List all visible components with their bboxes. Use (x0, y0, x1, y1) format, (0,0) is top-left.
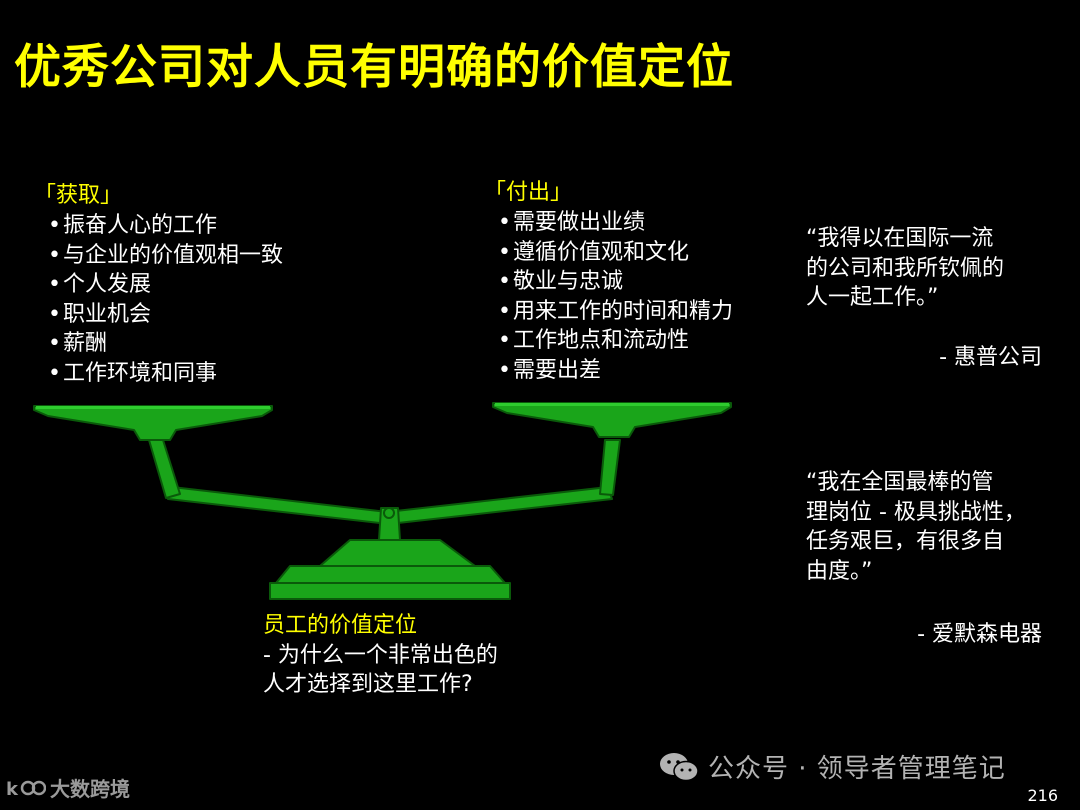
quote-line: 理岗位 - 极具挑战性， (806, 499, 1026, 525)
scale-left-pan (33, 405, 273, 441)
page-number: 216 (1027, 786, 1058, 805)
caption-title: 员工的价值定位 (263, 613, 418, 638)
gain-list: 振奋人心的工作 与企业的价值观相一致 个人发展 职业机会 薪酬 工作环境和同事 (34, 211, 283, 389)
gain-item: 振奋人心的工作 (48, 211, 283, 241)
scale-base-plate (269, 582, 511, 600)
caption-line: - 为什么一个非常出色的 (263, 642, 498, 668)
value-proposition-caption: 员工的价值定位 - 为什么一个非常出色的 人才选择到这里工作? (263, 611, 498, 700)
gain-item: 工作环境和同事 (48, 359, 283, 389)
quote-line: “我在全国最棒的管 (806, 470, 994, 495)
caption-line: 人才选择到这里工作? (263, 672, 473, 697)
wechat-icon (660, 752, 699, 781)
give-block: 「付出」 需要做出业绩 遵循价值观和文化 敬业与忠诚 用来工作的时间和精力 工作… (484, 178, 733, 386)
give-item: 用来工作的时间和精力 (498, 297, 733, 327)
quote-hp-source: - 惠普公司 (939, 345, 1042, 370)
quote-line: 任务艰巨，有很多自 (806, 529, 1005, 554)
give-item: 遵循价值观和文化 (498, 238, 733, 268)
wechat-watermark: 公众号 · 领导者管理笔记 (658, 748, 1006, 785)
quote-emerson: “我在全国最棒的管 理岗位 - 极具挑战性， 任务艰巨，有很多自 由度。” (806, 468, 1026, 586)
scale-left-arm (148, 439, 181, 499)
quote-line: 人一起工作。” (806, 285, 939, 310)
gain-item: 个人发展 (48, 270, 283, 300)
slide-title: 优秀公司对人员有明确的价值定位 (14, 40, 734, 95)
give-item: 工作地点和流动性 (498, 326, 733, 356)
gain-heading: 「获取」 (34, 183, 123, 208)
gain-item: 与企业的价值观相一致 (48, 241, 283, 271)
give-heading: 「付出」 (484, 180, 573, 205)
quote-hp: “我得以在国际一流 的公司和我所钦佩的 人一起工作。” (806, 224, 1004, 313)
scale-right-arm (599, 439, 621, 496)
brand-text: 大数跨境 (50, 777, 130, 801)
gain-item: 职业机会 (48, 300, 283, 330)
brand-icon: k (6, 779, 46, 800)
give-item: 敬业与忠诚 (498, 267, 733, 297)
gain-item: 薪酬 (48, 329, 283, 359)
quote-line: 的公司和我所钦佩的 (806, 255, 1005, 281)
give-list: 需要做出业绩 遵循价值观和文化 敬业与忠诚 用来工作的时间和精力 工作地点和流动… (484, 208, 733, 386)
scale-base-upper (319, 539, 476, 567)
quote-emerson-source: - 爱默森电器 (917, 622, 1042, 647)
svg-text:k: k (6, 779, 19, 800)
scale-pivot (383, 507, 395, 519)
scale-base-lower (275, 565, 506, 584)
brand-logo: k 大数跨境 (6, 773, 130, 802)
quote-line: 由度。” (806, 558, 873, 584)
gain-block: 「获取」 振奋人心的工作 与企业的价值观相一致 个人发展 职业机会 薪酬 工作环… (34, 181, 283, 389)
watermark-text: 公众号 · 领导者管理笔记 (708, 754, 1006, 784)
give-item: 需要出差 (498, 356, 733, 386)
give-item: 需要做出业绩 (498, 208, 733, 238)
scale-right-pan (492, 402, 732, 438)
quote-line: “我得以在国际一流 (806, 226, 994, 251)
